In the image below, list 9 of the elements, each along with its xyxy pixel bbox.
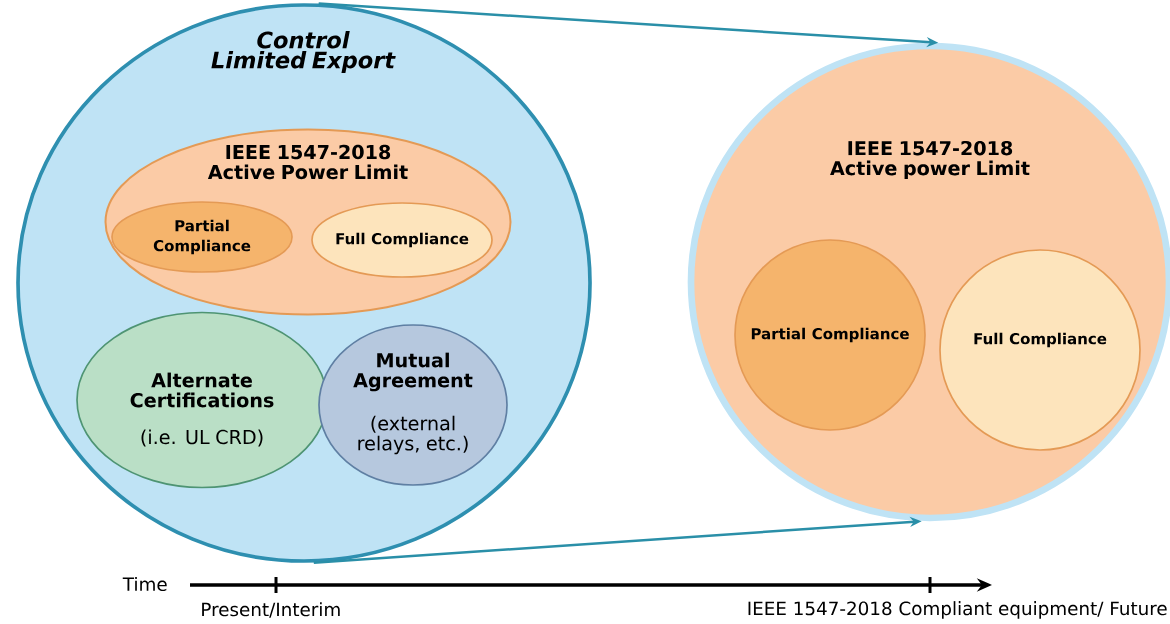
axis-label: IEEE 1547-2018 Compliant equipment/ Future xyxy=(748,601,1167,619)
axis-label: Present/Interim xyxy=(202,602,340,618)
ellipse-region: Full Compliance xyxy=(939,249,1141,451)
ellipse-region: Partial Compliance xyxy=(111,201,293,273)
ellipse-region: Full Compliance xyxy=(311,202,493,278)
ellipse-region: Mutual Agreement (external relays, etc.) xyxy=(318,324,508,486)
ellipse-region: Partial Compliance xyxy=(734,239,926,431)
ellipse-region: Alternate Certifications (i.e. UL CRD) xyxy=(76,311,328,489)
axis-label: Time xyxy=(122,576,167,592)
